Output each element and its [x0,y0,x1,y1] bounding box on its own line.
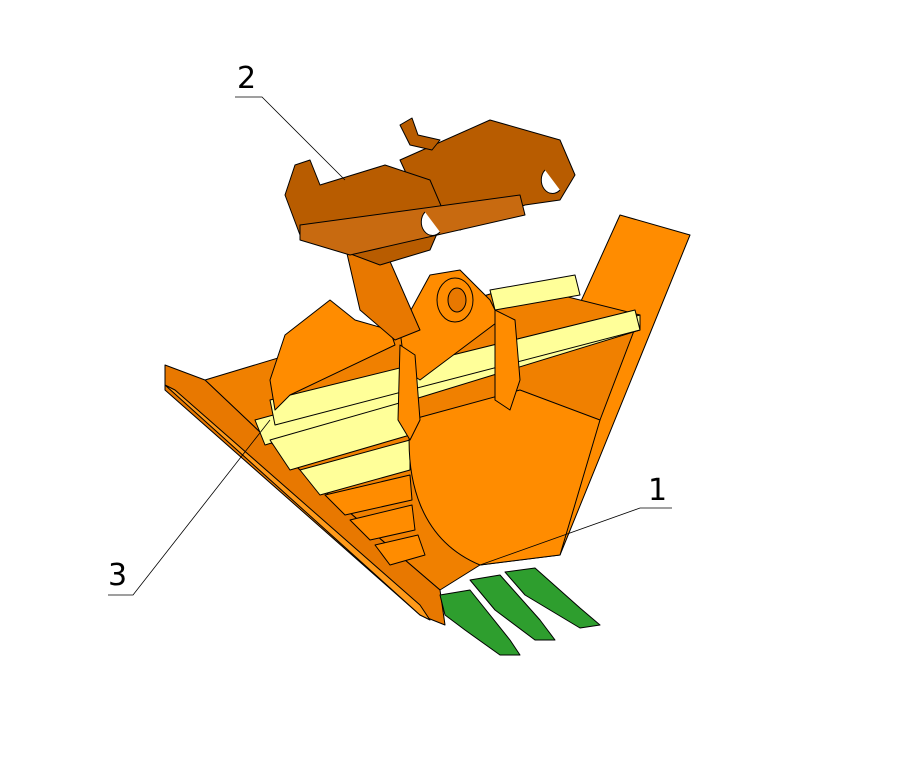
left-ear [397,344,421,441]
bucket-shell [408,389,601,566]
label-part-2: 2 [237,61,256,96]
label-part-3: 3 [108,558,127,593]
left-bracket [269,299,396,411]
leader-1 [479,507,672,566]
leader-2 [235,96,346,181]
right-ear [494,309,521,411]
leader-3 [108,419,271,596]
quick-coupler [284,117,576,266]
left-side-plate [164,364,446,626]
pivot-pin-hub [447,287,467,313]
rear-roller [489,274,581,311]
bucket-teeth [439,567,601,656]
leader-lines [108,96,672,596]
left-side-edge [164,384,431,621]
label-part-1: 1 [648,473,667,508]
